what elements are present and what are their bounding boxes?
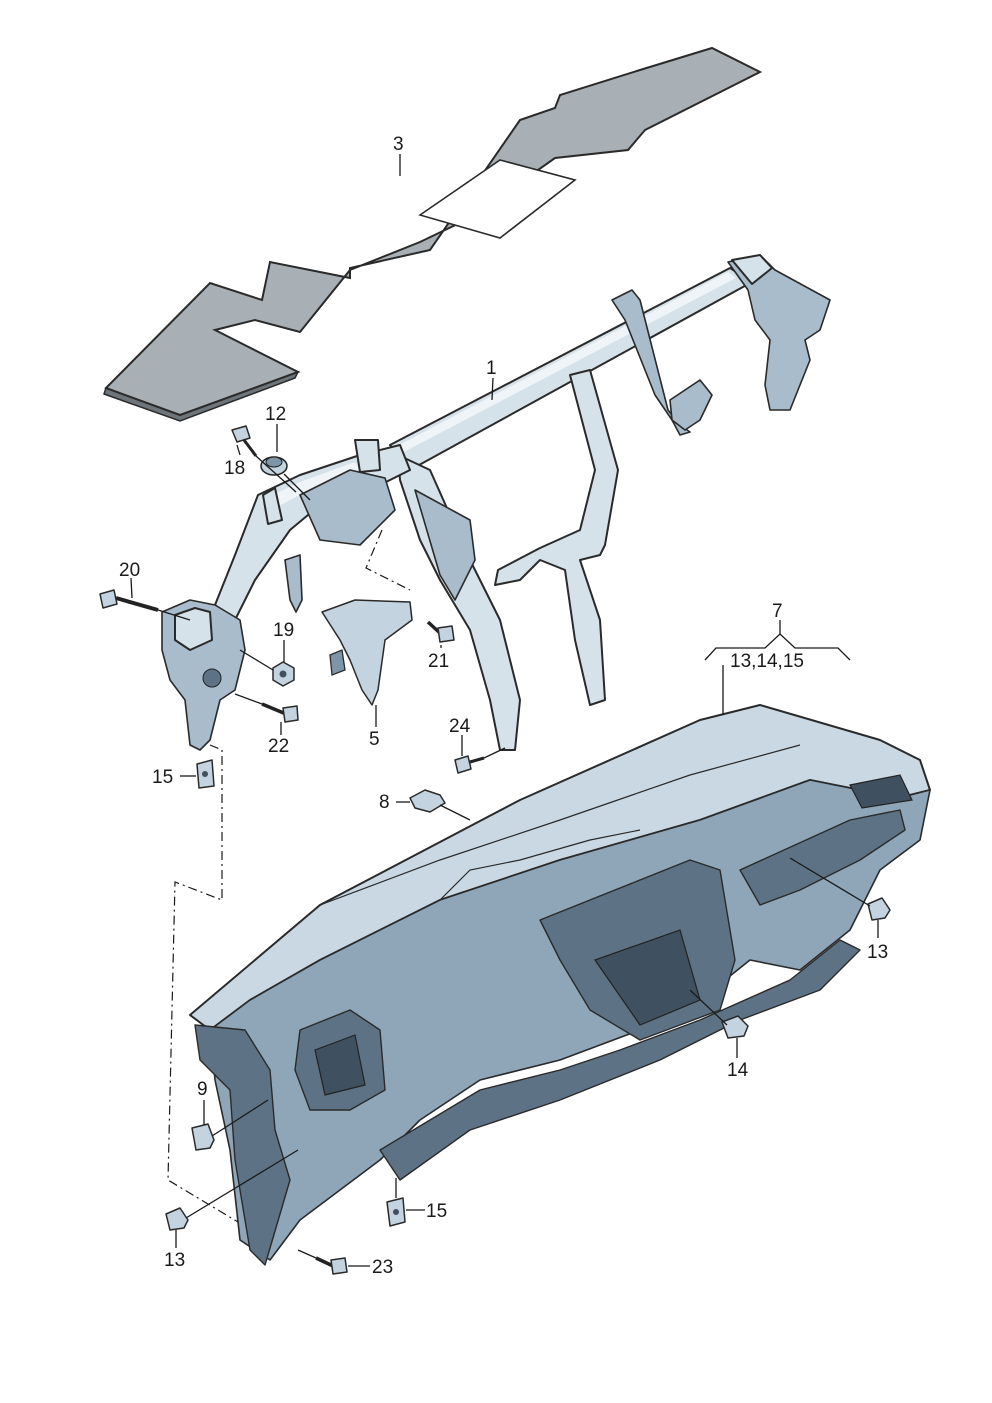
rivet-part-12 [260,456,288,476]
insulation-mat-part-3 [103,46,763,422]
leader-lines [130,154,879,1267]
callout-9: 9 [197,1079,208,1100]
callout-12: 12 [265,404,286,425]
clip-part-13-right [867,897,891,921]
callout-7: 7 [772,601,783,622]
callout-labels: 3 1 12 18 20 19 21 22 5 24 15 8 7 13,14,… [119,134,888,1278]
callout-5: 5 [369,729,380,750]
callout-15-lower: 15 [426,1201,447,1222]
callout-15-upper: 15 [152,767,173,788]
callout-19: 19 [273,620,294,641]
callout-22: 22 [268,736,289,757]
screw-part-23 [315,1256,348,1275]
callout-24: 24 [449,716,471,737]
clip-nut-part-15-lower [386,1197,406,1227]
screw-part-18 [231,425,258,457]
screw-part-21 [426,620,455,643]
callout-13-left: 13 [164,1250,185,1271]
clip-nut-part-15-upper [196,759,215,789]
callout-8: 8 [379,792,390,813]
clip-part-13-left [165,1207,189,1231]
callout-23: 23 [372,1257,393,1278]
dashboard-part-7 [189,704,931,1266]
callout-7-subparts: 13,14,15 [730,651,804,672]
callout-21: 21 [428,651,449,672]
callout-20: 20 [119,560,140,581]
screw-part-24 [454,755,485,774]
bolt-part-22 [261,702,299,723]
callout-3: 3 [393,134,404,155]
clip-part-8 [409,789,446,813]
callout-1: 1 [486,358,497,379]
clip-part-14 [721,1015,749,1039]
clip-part-9 [191,1123,215,1151]
bracket-part-5 [321,599,413,706]
bolt-part-20 [99,589,159,612]
callout-13-right: 13 [867,942,888,963]
callout-14: 14 [727,1060,749,1081]
cross-car-beam-part-1 [161,254,831,751]
callout-18: 18 [224,458,245,479]
nut-part-19 [272,661,295,687]
alignment-lines [167,529,411,1223]
